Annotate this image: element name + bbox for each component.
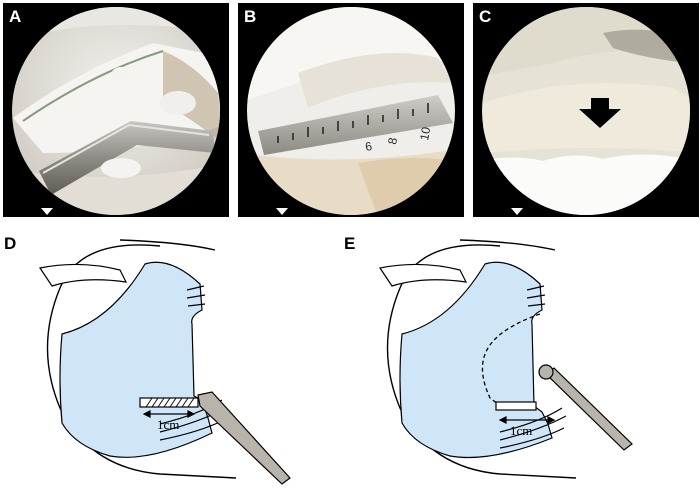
measure-label-e: 1cm xyxy=(510,423,533,438)
hatch-lines xyxy=(499,285,567,449)
panel-label-c: C xyxy=(479,7,492,26)
bone-outline xyxy=(46,244,237,479)
schematic-d: D 1cm xyxy=(0,228,300,489)
ruler-ticks xyxy=(277,103,429,143)
cut-gap xyxy=(495,401,537,411)
tissue-region xyxy=(59,261,213,458)
schematic-e-drawing xyxy=(379,239,633,479)
resection-line xyxy=(481,313,541,405)
arthroscopic-photo-c: C xyxy=(473,3,699,217)
grasper-instrument xyxy=(39,121,215,195)
arthroscopic-photo-b: 6 8 10 B xyxy=(238,3,464,217)
panel-label-e: E xyxy=(344,234,356,253)
measuring-probe xyxy=(258,95,453,155)
ruler-number-8: 8 xyxy=(385,136,400,145)
instrument-shaft xyxy=(197,391,291,485)
panel-label-a: A xyxy=(9,7,22,26)
photo-c-scene xyxy=(482,7,690,215)
ruler-number-6: 6 xyxy=(364,139,373,154)
measure-label-d: 1cm xyxy=(157,417,180,432)
arrow-icon xyxy=(579,98,621,128)
probe-tip xyxy=(538,364,554,380)
ruler-number-10: 10 xyxy=(417,126,433,142)
measurement-arrow xyxy=(498,416,556,424)
arthroscopic-photo-a: A xyxy=(3,3,229,217)
measurement-arrow xyxy=(142,410,196,418)
schematic-e: E 1cm xyxy=(340,228,698,489)
probe-shaft xyxy=(545,367,633,451)
photo-a-scene xyxy=(12,7,220,215)
panel-label-b: B xyxy=(244,7,257,26)
panel-label-d: D xyxy=(4,234,17,253)
blade xyxy=(139,397,199,408)
photo-b-scene: 6 8 10 xyxy=(247,7,455,215)
schematic-d-drawing xyxy=(39,239,291,485)
bone-outline xyxy=(386,244,577,479)
